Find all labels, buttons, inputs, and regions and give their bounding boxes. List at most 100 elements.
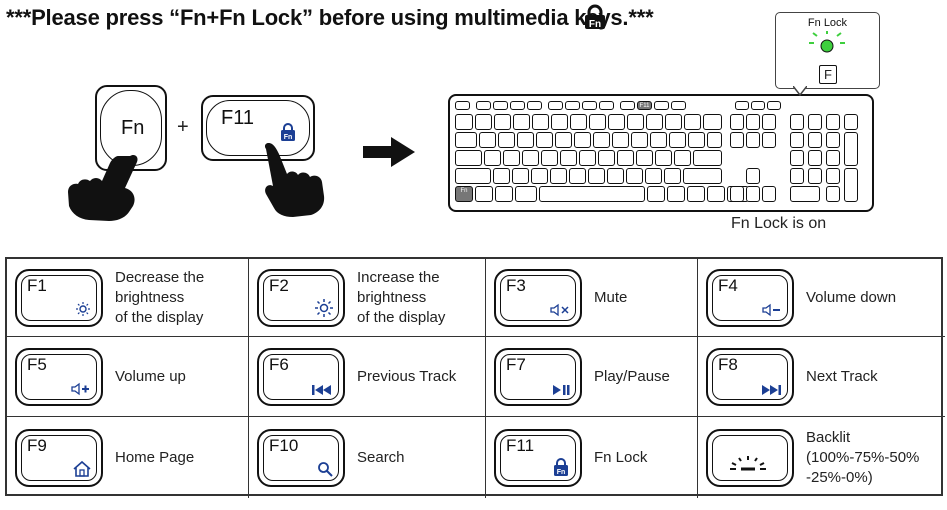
function-key-label: F2 (269, 276, 289, 295)
keyboard-key (522, 150, 539, 166)
keyboard-key (551, 114, 568, 130)
keyboard-key (767, 101, 781, 110)
keyboard-key (762, 132, 776, 148)
function-key-label: F5 (27, 355, 47, 374)
keyboard-key (503, 150, 520, 166)
keyboard-key (669, 132, 686, 148)
keyboard-key (593, 132, 610, 148)
keyboard-key (693, 150, 722, 166)
keyboard-key (627, 114, 644, 130)
keyboard-key (598, 150, 615, 166)
keyboard-key (626, 168, 643, 184)
keyboard-key (808, 168, 822, 184)
keyboard-key (531, 168, 548, 184)
key-inner-rim (21, 434, 97, 481)
page-title: ***Please press “Fn+Fn Lock” before usin… (6, 5, 654, 30)
brightness-down-icon (76, 302, 90, 316)
callout-pointer (793, 86, 807, 96)
keyboard-key (746, 132, 760, 148)
function-key-description: Volume up (115, 367, 186, 387)
function-key-illustration: F7 (494, 348, 582, 406)
keyboard-key (536, 132, 553, 148)
function-key-illustration: F10 (257, 428, 345, 487)
keyboard-key (730, 132, 744, 148)
function-key-illustration: F5 (15, 348, 103, 406)
keyboard-key (607, 168, 624, 184)
keyboard-key (645, 168, 662, 184)
description-line: brightness (115, 289, 185, 306)
keyboard-key (475, 114, 492, 130)
function-key-illustration: F1 (15, 269, 103, 327)
keyboard-key (844, 114, 858, 130)
description-line: of the display (357, 309, 446, 326)
plus-sign: + (177, 116, 189, 138)
keyboard-key (574, 132, 591, 148)
keyboard-key (826, 132, 840, 148)
key-inner-rim (263, 434, 339, 481)
description-line: Play/Pause (594, 368, 670, 385)
function-key-label: F11 (506, 435, 535, 455)
svg-text:Fn: Fn (557, 469, 566, 476)
keyboard-key (762, 186, 776, 202)
key-inner-rim (500, 354, 576, 400)
keyboard-key (512, 168, 529, 184)
keyboard-key (654, 101, 669, 110)
keyboard-key-label: F11 (639, 103, 650, 109)
keyboard-key (510, 101, 525, 110)
description-line: Volume down (806, 289, 897, 306)
fn-lock-indicator-led-icon (809, 31, 845, 53)
function-key-label: F1 (27, 276, 47, 295)
function-key-description: Fn Lock (594, 448, 647, 468)
keyboard-key (608, 114, 625, 130)
keyboard-key (667, 186, 685, 202)
key-inner-rim (21, 275, 97, 321)
keyboard-key (599, 101, 614, 110)
keyboard-key (493, 101, 508, 110)
search-icon (318, 461, 333, 477)
function-key-label: F9 (27, 435, 47, 455)
keyboard-key (826, 168, 840, 184)
function-key-label: F3 (506, 276, 526, 295)
function-key-illustration: F2 (257, 269, 345, 327)
function-key-illustration (706, 428, 794, 487)
keyboard-key (476, 101, 491, 110)
pressing-hand-icon (68, 154, 138, 221)
keyboard-key (484, 150, 501, 166)
keyboard-key (707, 132, 722, 148)
function-key-label: F10 (269, 435, 299, 455)
keyboard-key (515, 186, 537, 202)
keyboard-key (475, 186, 493, 202)
volume-up-icon (71, 382, 89, 396)
keyboard-key (455, 114, 473, 130)
keyboard-key (498, 132, 515, 148)
keyboard-key (687, 186, 705, 202)
keyboard-key (684, 114, 701, 130)
function-key-description: Search (357, 448, 405, 468)
key-inner-rim (712, 354, 788, 400)
fn-lock-icon: Fn (554, 457, 568, 476)
f11-key-illustration: F11 Fn (201, 95, 315, 161)
keyboard-key (636, 150, 653, 166)
keyboard-key (735, 101, 749, 110)
description-line: Backlit (806, 428, 851, 446)
keyboard-key (647, 186, 665, 202)
arrow-right-icon (363, 137, 415, 167)
function-key-illustration: F8 (706, 348, 794, 406)
keyboard-key (631, 132, 648, 148)
keyboard-key (517, 132, 534, 148)
keyboard-key (655, 150, 672, 166)
keyboard-key (493, 168, 510, 184)
keyboard-key (560, 150, 577, 166)
keyboard-key (826, 114, 840, 130)
keyboard-key (569, 168, 586, 184)
keyboard-key-keyboard_f11_label: F11 (637, 101, 652, 110)
keyboard-key (548, 101, 563, 110)
keyboard-key (664, 168, 681, 184)
